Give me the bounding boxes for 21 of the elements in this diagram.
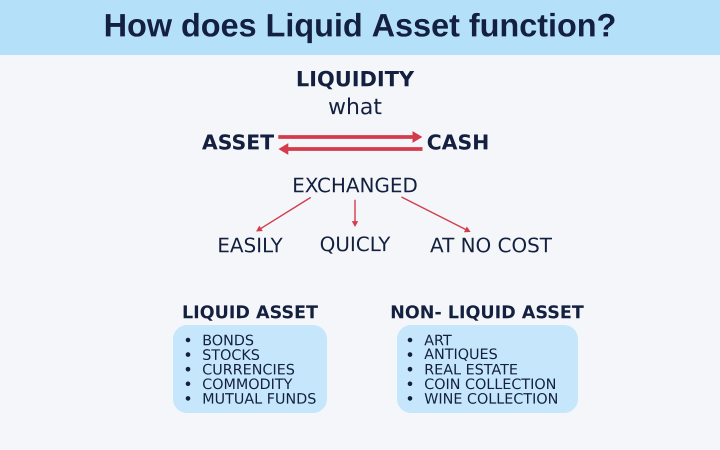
keyword: ASSET xyxy=(202,134,274,150)
heading: LIQUID ASSET xyxy=(184,305,318,321)
list-item: COMMODITY xyxy=(203,378,292,390)
list-item: BONDS xyxy=(204,334,254,346)
keyword: AT NO COST xyxy=(430,237,552,253)
keyword: QUICLY xyxy=(320,236,390,254)
list-item: ANTIQUES xyxy=(424,348,497,361)
keyword: CASH xyxy=(428,134,488,150)
list-item: STOCKS xyxy=(203,349,260,360)
keyword: EASILY xyxy=(219,237,283,253)
list-item: CURRENCIES xyxy=(203,364,294,375)
label-text: what xyxy=(329,98,382,114)
list-item: REAL ESTATE xyxy=(426,364,518,375)
heading: NON- LIQUID ASSET xyxy=(392,305,584,321)
keyword: EXCHANGED xyxy=(294,177,417,193)
list-item: COIN COLLECTION xyxy=(425,378,555,390)
heading: LIQUIDITY xyxy=(298,70,414,90)
list-item: MUTUAL FUNDS xyxy=(204,392,316,404)
list-item: WINE COLLECTION xyxy=(424,392,557,404)
list-item: ART xyxy=(424,334,452,346)
title-bar: How does Liquid Asset function? xyxy=(0,0,720,55)
